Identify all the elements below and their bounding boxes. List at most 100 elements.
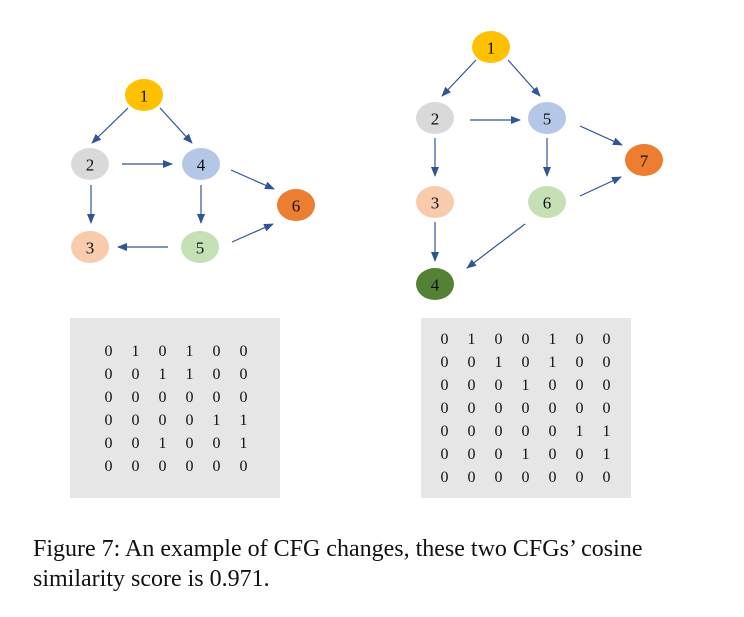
right-node-7-shape (625, 144, 663, 176)
left-matrix-cell: 0 (131, 388, 140, 406)
left-node-1: 1 (125, 79, 163, 111)
right-adjacency-matrix: 0 1 0 0 1 0 0 0 0 1 0 1 0 0 0 0 0 1 (431, 328, 620, 489)
left-node-3-label: 3 (86, 239, 95, 258)
right-matrix-cell: 0 (494, 445, 503, 463)
right-matrix-cell: 1 (467, 330, 476, 348)
right-matrix-cell: 0 (575, 376, 584, 394)
left-edge-5-6 (231, 223, 274, 243)
right-edge-1-2 (441, 59, 477, 97)
right-matrix-cell: 0 (602, 330, 611, 348)
left-node-3-shape (71, 231, 109, 263)
left-edge-1-4 (159, 107, 193, 144)
figure-caption: Figure 7: An example of CFG changes, the… (33, 536, 643, 592)
left-node-6-shape (277, 189, 315, 221)
left-adjacency-matrix: 0 1 0 1 0 0 0 0 1 1 0 0 0 0 0 0 0 0 (95, 340, 257, 478)
right-matrix-cell: 0 (467, 422, 476, 440)
right-matrix-cell: 0 (467, 445, 476, 463)
right-matrix-row-4: 0 0 0 0 0 0 0 (431, 397, 620, 420)
left-matrix-row-6: 0 0 0 0 0 0 (95, 455, 257, 478)
right-matrix-cell: 0 (494, 330, 503, 348)
left-node-4-label: 4 (197, 156, 206, 175)
right-node-5-label: 5 (543, 110, 552, 129)
left-matrix-cell: 0 (104, 365, 113, 383)
right-matrix-cell: 0 (575, 445, 584, 463)
right-matrix-cell: 0 (548, 422, 557, 440)
right-matrix-cell: 0 (575, 399, 584, 417)
left-matrix-cell: 0 (131, 434, 140, 452)
left-matrix-row-4: 0 0 0 0 1 1 (95, 409, 257, 432)
right-matrix-cell: 0 (521, 330, 530, 348)
left-matrix-cell: 0 (239, 342, 248, 360)
right-adjacency-matrix-box: 0 1 0 0 1 0 0 0 0 1 0 1 0 0 0 0 0 1 (421, 318, 631, 498)
left-matrix-cell: 0 (158, 388, 167, 406)
left-adjacency-matrix-box: 0 1 0 1 0 0 0 0 1 1 0 0 0 0 0 0 0 0 (70, 318, 280, 498)
left-matrix-cell: 0 (131, 457, 140, 475)
right-matrix-cell: 0 (467, 399, 476, 417)
right-matrix-cell: 1 (575, 422, 584, 440)
right-node-6-label: 6 (543, 194, 552, 213)
right-edge-5-7 (579, 125, 623, 146)
left-matrix-cell: 0 (212, 365, 221, 383)
right-node-5-shape (528, 102, 566, 134)
right-matrix-cell: 1 (548, 353, 557, 371)
left-matrix-cell: 0 (239, 365, 248, 383)
right-matrix-cell: 0 (494, 376, 503, 394)
right-matrix-cell: 0 (494, 399, 503, 417)
left-matrix-cell: 0 (104, 342, 113, 360)
left-matrix-row-3: 0 0 0 0 0 0 (95, 386, 257, 409)
right-node-2-shape (416, 102, 454, 134)
right-matrix-cell: 1 (602, 422, 611, 440)
right-node-1-shape (472, 31, 510, 63)
left-graph-edges (87, 107, 275, 251)
right-node-6-shape (528, 186, 566, 218)
right-matrix-cell: 0 (494, 422, 503, 440)
left-edge-1-2 (91, 107, 129, 144)
right-node-7: 7 (625, 144, 663, 176)
right-matrix-cell: 0 (440, 445, 449, 463)
right-graph-edges (431, 59, 623, 269)
right-matrix-row-7: 0 0 0 0 0 0 0 (431, 466, 620, 489)
right-matrix-cell: 0 (467, 376, 476, 394)
right-matrix-cell: 0 (575, 353, 584, 371)
right-matrix-row-1: 0 1 0 0 1 0 0 (431, 328, 620, 351)
right-node-1-label: 1 (487, 39, 496, 58)
right-matrix-cell: 0 (548, 399, 557, 417)
right-matrix-cell: 0 (602, 399, 611, 417)
right-node-3-label: 3 (431, 194, 440, 213)
right-node-2: 2 (416, 102, 454, 134)
left-matrix-row-2: 0 0 1 1 0 0 (95, 363, 257, 386)
right-node-3-shape (416, 186, 454, 218)
right-node-4: 4 (416, 268, 454, 300)
left-matrix-cell: 0 (185, 388, 194, 406)
right-edge-6-7 (579, 176, 622, 197)
left-matrix-cell: 0 (185, 434, 194, 452)
right-node-4-label: 4 (431, 276, 440, 295)
right-matrix-cell: 0 (521, 468, 530, 486)
right-matrix-cell: 0 (440, 353, 449, 371)
right-matrix-cell: 0 (440, 468, 449, 486)
left-matrix-cell: 0 (104, 457, 113, 475)
left-matrix-cell: 1 (131, 342, 140, 360)
left-matrix-cell: 0 (212, 342, 221, 360)
left-node-6-label: 6 (292, 197, 301, 216)
right-matrix-cell: 0 (440, 330, 449, 348)
left-node-2-label: 2 (86, 156, 95, 175)
left-matrix-cell: 1 (158, 434, 167, 452)
right-matrix-cell: 0 (602, 468, 611, 486)
left-matrix-cell: 0 (104, 434, 113, 452)
left-matrix-cell: 0 (212, 457, 221, 475)
right-matrix-cell: 0 (440, 376, 449, 394)
left-node-3: 3 (71, 231, 109, 263)
right-node-7-label: 7 (640, 152, 649, 171)
left-node-4: 4 (182, 148, 220, 180)
left-edge-4-6 (230, 169, 275, 190)
right-node-5: 5 (528, 102, 566, 134)
right-edge-1-5 (507, 59, 541, 97)
left-matrix-cell: 0 (185, 411, 194, 429)
left-matrix-cell: 0 (239, 388, 248, 406)
left-node-2-shape (71, 148, 109, 180)
left-node-4-shape (182, 148, 220, 180)
left-graph-nodes: 1 2 4 3 5 6 (71, 79, 315, 263)
right-matrix-row-6: 0 0 0 1 0 0 1 (431, 443, 620, 466)
